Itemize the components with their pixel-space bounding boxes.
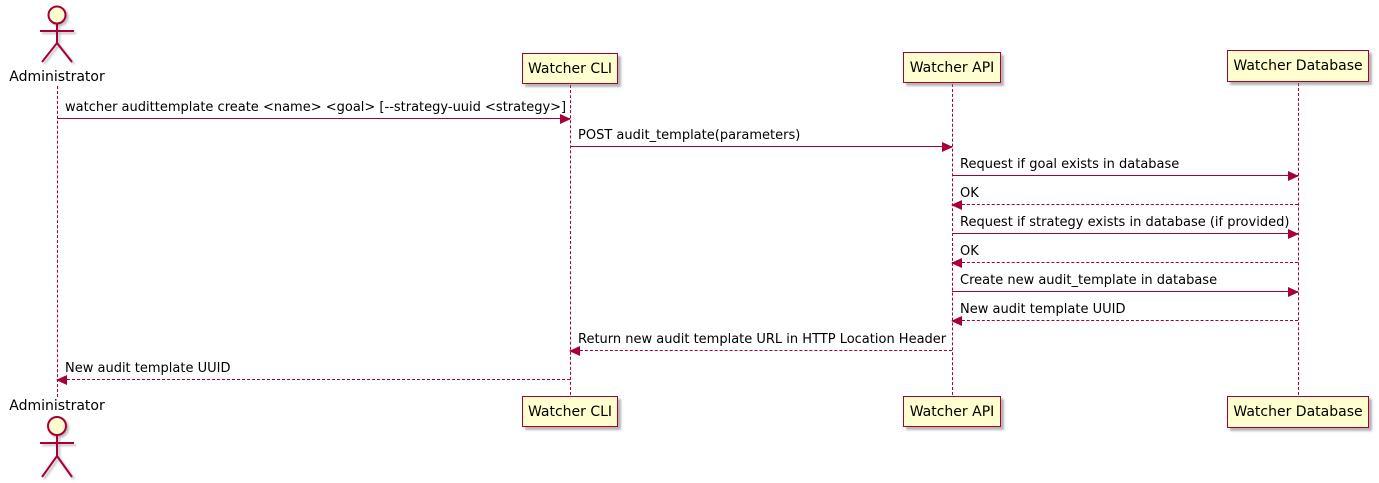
- lifeline-watcher-database: [1298, 83, 1299, 395]
- arrowhead-icon: [942, 142, 953, 152]
- actor-administrator-top: Administrator: [3, 4, 111, 85]
- message-return-url-location-header: Return new audit template URL in HTTP Lo…: [569, 332, 952, 356]
- participant-watcher-database-bottom: Watcher Database: [1227, 396, 1369, 428]
- participant-watcher-api-top: Watcher API: [903, 52, 1001, 83]
- arrowhead-icon: [1288, 229, 1299, 239]
- message-line: [952, 229, 1299, 239]
- message-request-goal-exists: Request if goal exists in database: [952, 157, 1299, 181]
- participant-watcher-api-bottom: Watcher API: [903, 396, 1001, 427]
- participant-watcher-cli-bottom: Watcher CLI: [522, 396, 618, 427]
- message-label: POST audit_template(parameters): [578, 128, 801, 143]
- actor-administrator-bottom: Administrator: [3, 398, 111, 483]
- lifeline-administrator: [57, 86, 58, 397]
- participant-label: Watcher API: [909, 403, 995, 420]
- message-create-audittemplate: watcher audittemplate create <name> <goa…: [57, 100, 571, 124]
- participant-label: Watcher API: [909, 59, 995, 76]
- participant-label: Watcher CLI: [527, 60, 613, 77]
- lifeline-watcher-api: [952, 84, 953, 395]
- lifeline-watcher-cli: [570, 85, 571, 395]
- message-create-audit-template-db: Create new audit_template in database: [952, 273, 1299, 297]
- message-post-audit-template: POST audit_template(parameters): [570, 128, 953, 152]
- participant-watcher-database-top: Watcher Database: [1227, 50, 1369, 82]
- message-line: [57, 114, 571, 124]
- message-label: OK: [960, 244, 979, 259]
- message-label: New audit template UUID: [960, 302, 1126, 317]
- arrowhead-icon: [1288, 287, 1299, 297]
- message-label: New audit template UUID: [65, 361, 231, 376]
- arrowhead-icon: [951, 258, 962, 268]
- message-line: [952, 287, 1299, 297]
- participant-label: Watcher Database: [1233, 404, 1363, 420]
- message-new-uuid-admin: New audit template UUID: [56, 361, 570, 385]
- arrowhead-icon: [569, 346, 580, 356]
- message-label: Request if goal exists in database: [960, 157, 1180, 172]
- message-line: [570, 142, 953, 152]
- message-new-uuid-db: New audit template UUID: [951, 302, 1298, 326]
- message-line: [951, 316, 1298, 326]
- actor-label: Administrator: [9, 69, 105, 85]
- message-line: [569, 346, 952, 356]
- arrowhead-icon: [951, 200, 962, 210]
- message-line: [56, 375, 570, 385]
- message-ok-goal: OK: [951, 186, 1298, 210]
- message-line: [951, 200, 1298, 210]
- person-icon: [40, 416, 74, 478]
- message-label: watcher audittemplate create <name> <goa…: [65, 100, 567, 115]
- message-label: Return new audit template URL in HTTP Lo…: [578, 332, 947, 347]
- actor-label: Administrator: [9, 398, 105, 414]
- arrowhead-icon: [951, 316, 962, 326]
- message-label: OK: [960, 186, 979, 201]
- message-label: Request if strategy exists in database (…: [960, 215, 1290, 230]
- participant-label: Watcher CLI: [527, 403, 613, 420]
- person-icon: [40, 5, 74, 63]
- message-request-strategy-exists: Request if strategy exists in database (…: [952, 215, 1299, 239]
- message-ok-strategy: OK: [951, 244, 1298, 268]
- message-line: [951, 258, 1298, 268]
- message-line: [952, 171, 1299, 181]
- participant-watcher-cli-top: Watcher CLI: [522, 53, 618, 84]
- message-label: Create new audit_template in database: [960, 273, 1218, 288]
- arrowhead-icon: [560, 114, 571, 124]
- arrowhead-icon: [1288, 171, 1299, 181]
- participant-label: Watcher Database: [1233, 58, 1363, 74]
- arrowhead-icon: [56, 375, 67, 385]
